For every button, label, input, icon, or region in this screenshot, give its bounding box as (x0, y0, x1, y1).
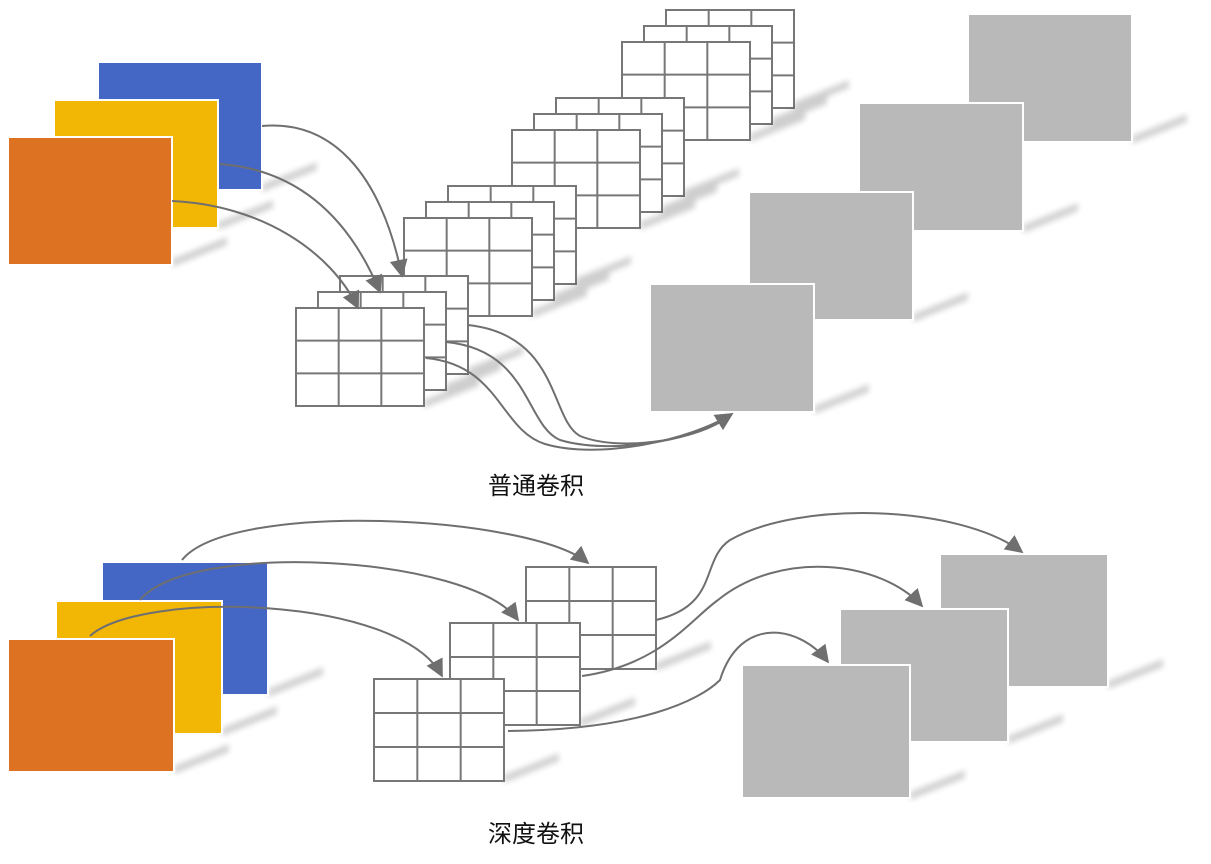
arrow-blue-to-kernel (261, 124, 408, 278)
dw-arrow-kernel3-to-output (507, 631, 830, 732)
dw-arrow-orange-to-kernel (89, 605, 443, 678)
standard-convolution-caption: 普通卷积 (488, 472, 584, 500)
dw-arrow-yellow-to-kernel (139, 561, 520, 622)
output-map-2 (858, 102, 1024, 232)
kernel-4 (295, 275, 523, 408)
standard-input-channels (7, 61, 317, 267)
dw-arrow-kernel1-to-output (655, 512, 1024, 621)
depthwise-kernels (373, 566, 711, 783)
kernel-2 (511, 97, 739, 230)
arrow-kernel-sum-3 (425, 357, 734, 451)
kernel-4-slice-3 (295, 307, 425, 407)
dw-arrow-kernel2-to-output (581, 565, 924, 677)
arrow-orange-to-kernel (171, 200, 360, 310)
output-map-4 (649, 283, 815, 413)
standard-kernels (295, 9, 849, 408)
dw-kernel-3 (373, 678, 505, 782)
dw-input-channel-orange (7, 638, 175, 773)
depthwise-input-channels (7, 561, 323, 774)
input-channel-orange (7, 136, 173, 266)
arrow-yellow-to-kernel (219, 163, 383, 294)
dw-arrow-blue-to-kernel (181, 519, 590, 565)
depthwise-arrows (89, 512, 1024, 732)
dw-output-map-3 (741, 664, 911, 799)
standard-output-maps (649, 13, 1187, 414)
standard-arrows (171, 124, 734, 451)
depthwise-output-maps (741, 553, 1163, 800)
depthwise-convolution-caption: 深度卷积 (488, 820, 584, 848)
